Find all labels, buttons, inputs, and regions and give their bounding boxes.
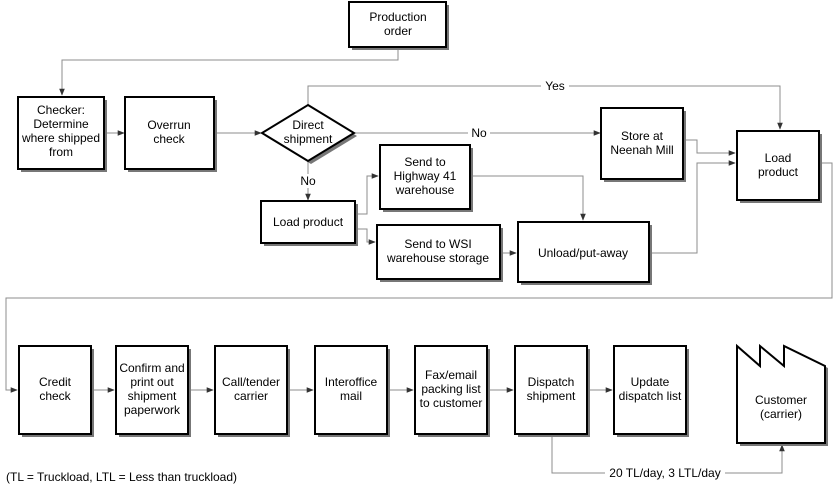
label-no-down: No bbox=[300, 174, 316, 188]
edge-unload-to-load bbox=[651, 160, 736, 254]
footnote: (TL = Truckload, LTL = Less than trucklo… bbox=[6, 470, 237, 484]
edge-load-to-highway bbox=[357, 173, 379, 215]
edge-labels: Yes No No 20 TL/day, 3 LTL/day bbox=[296, 79, 725, 480]
edge-highway-to-unload bbox=[471, 175, 586, 221]
label-yes: Yes bbox=[545, 79, 565, 93]
node-customer-factory: Customer(carrier) bbox=[736, 343, 828, 446]
svg-text:Customer(carrier): Customer(carrier) bbox=[755, 393, 807, 421]
edge-load-to-wsi bbox=[357, 228, 376, 245]
svg-text:Unload/put-away: Unload/put-away bbox=[538, 246, 628, 260]
label-no-right: No bbox=[471, 126, 487, 140]
svg-text:Load product: Load product bbox=[273, 215, 344, 229]
edge-order-to-checker bbox=[59, 48, 399, 96]
edge-store-to-load bbox=[685, 139, 736, 156]
edge-load-to-credit bbox=[5, 162, 833, 393]
node-load-product-mid: Load product bbox=[260, 200, 358, 246]
label-volume: 20 TL/day, 3 LTL/day bbox=[609, 466, 720, 480]
node-unload-putaway: Unload/put-away bbox=[517, 221, 652, 285]
